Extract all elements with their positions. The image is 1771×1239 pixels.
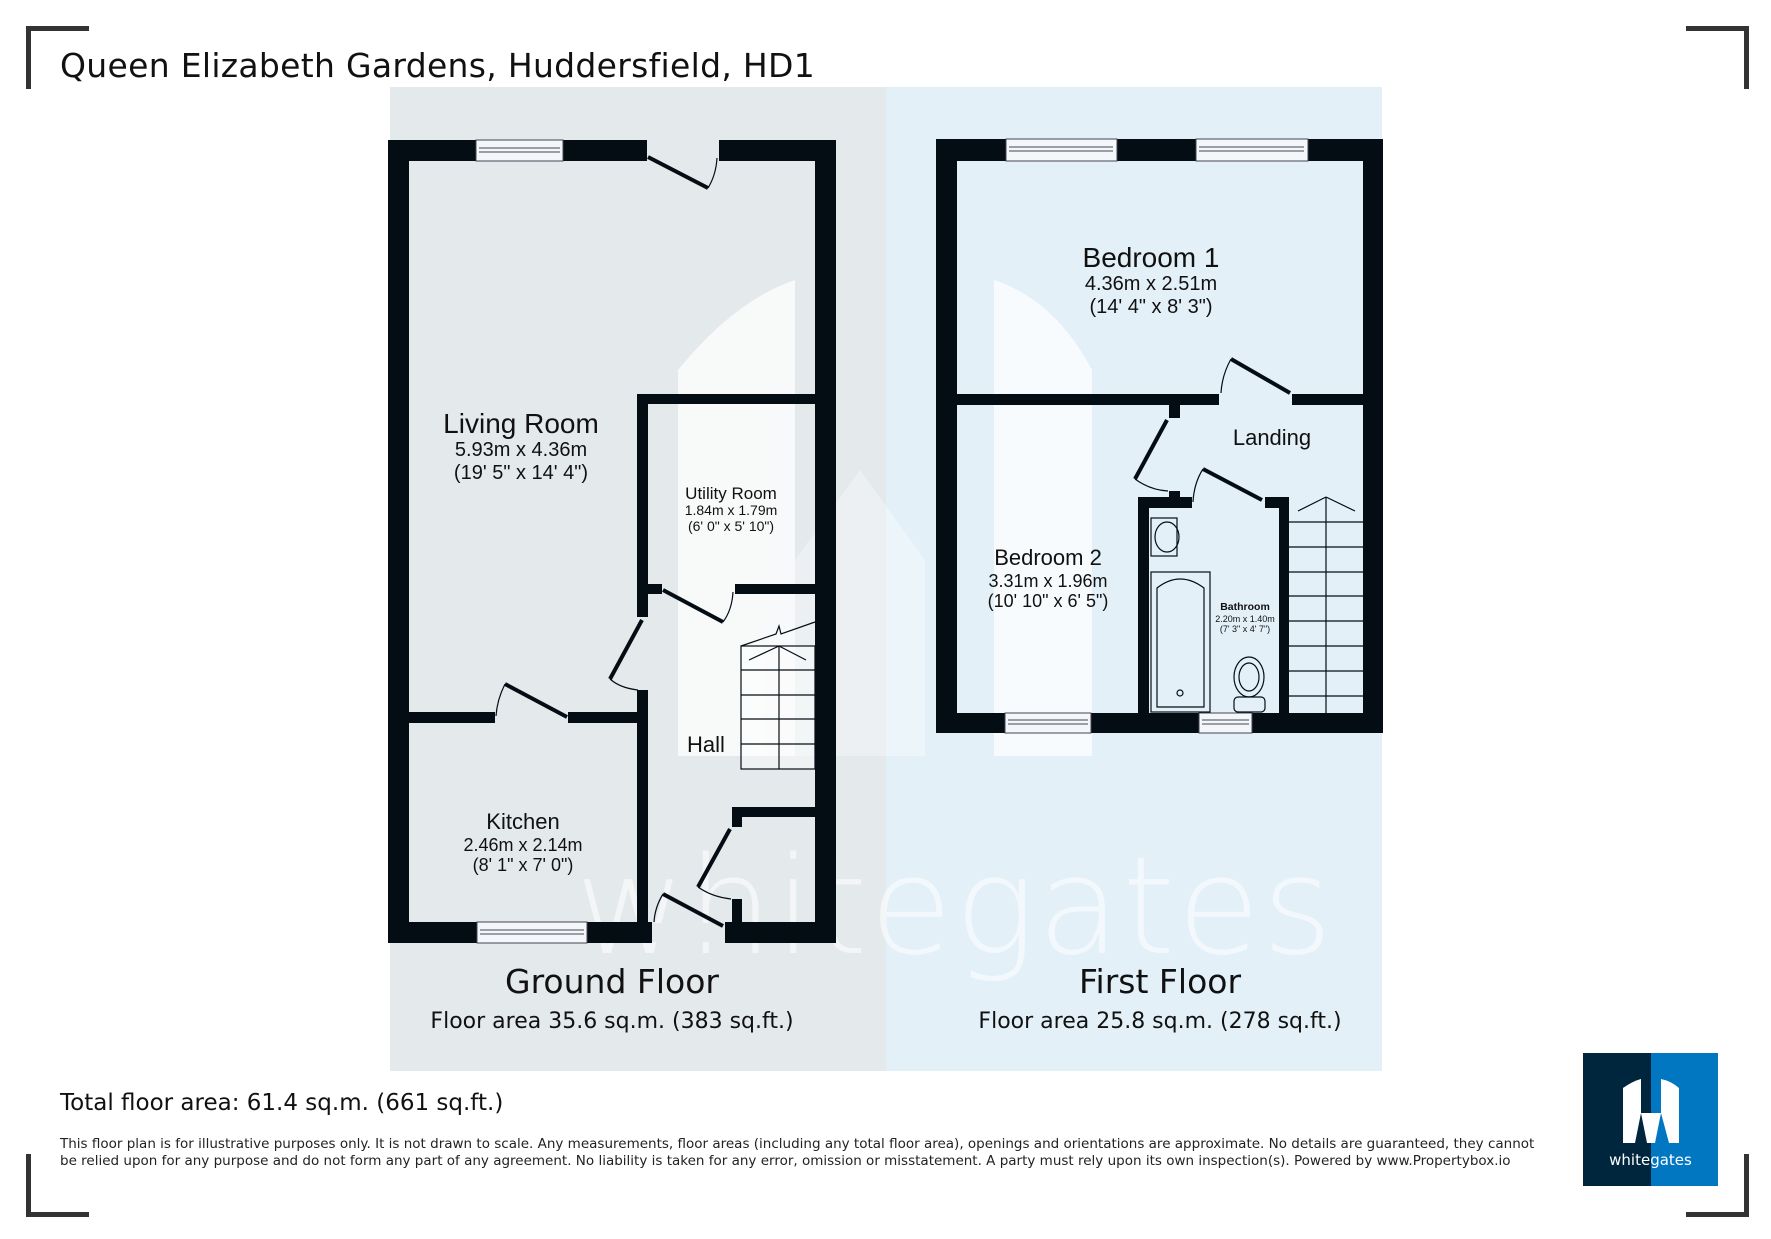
first-floor-walls [936, 139, 1383, 733]
room-utility-room: Utility Room 1.84m x 1.79m (6' 0" x 5' 1… [685, 484, 778, 534]
room-name: Utility Room [685, 484, 777, 503]
room-name: Landing [1232, 425, 1312, 450]
room-metric: 2.46m x 2.14m [463, 834, 583, 855]
room-metric: 1.84m x 1.79m [684, 502, 778, 519]
room-metric: 4.36m x 2.51m [1084, 273, 1218, 296]
logo-text: whitegates [1609, 1151, 1692, 1169]
first-floor-stairs [1289, 496, 1363, 713]
disclaimer-text: This floor plan is for illustrative purp… [60, 1136, 1535, 1169]
corner-mark-bottom-left [26, 1154, 89, 1217]
room-name: Bedroom 2 [994, 545, 1102, 570]
corner-mark-top-left [26, 26, 89, 89]
floor-area: Floor area 25.8 sq.m. (278 sq.ft.) [978, 1009, 1342, 1034]
room-bedroom-1: Bedroom 1 4.36m x 2.51m (14' 4" x 8' 3") [1083, 242, 1220, 318]
gate-icon [1623, 1079, 1679, 1143]
ground-floor-door-openings [647, 141, 725, 942]
whitegates-logo: whitegates [1583, 1053, 1718, 1186]
room-bedroom-2: Bedroom 2 3.31m x 1.96m (10' 10" x 6' 5"… [987, 545, 1109, 611]
logo-light-half [1650, 1053, 1718, 1186]
room-metric: 5.93m x 4.36m [454, 439, 588, 462]
first-floor-caption: First Floor Floor area 25.8 sq.m. (278 s… [978, 962, 1341, 1034]
room-name: Kitchen [486, 809, 560, 834]
property-address-title: Queen Elizabeth Gardens, Huddersfield, H… [60, 46, 816, 85]
ground-floor-windows [475, 139, 588, 944]
floor-name: First Floor [1078, 962, 1242, 1001]
watermark-text: whitegates [575, 828, 1335, 985]
room-kitchen: Kitchen 2.46m x 2.14m (8' 1" x 7' 0") [463, 809, 583, 875]
room-name: Living Room [443, 408, 599, 439]
corner-mark-top-right [1686, 26, 1749, 89]
room-name: Bathroom [1220, 601, 1270, 613]
room-imperial: (6' 0" x 5' 10") [687, 517, 775, 534]
room-metric: 2.20m x 1.40m [1215, 613, 1275, 624]
floor-area: Floor area 35.6 sq.m. (383 sq.ft.) [430, 1009, 794, 1034]
room-bathroom: Bathroom 2.20m x 1.40m (7' 3" x 4' 7") [1215, 601, 1275, 634]
total-floor-area: Total floor area: 61.4 sq.m. (661 sq.ft.… [60, 1090, 504, 1116]
ground-floor-stairs [740, 621, 816, 770]
room-imperial: (7' 3" x 4' 7") [1219, 623, 1271, 634]
room-imperial: (8' 1" x 7' 0") [472, 854, 574, 875]
room-imperial: (19' 5" x 14' 4") [453, 461, 589, 484]
ground-floor-caption: Ground Floor Floor area 35.6 sq.m. (383 … [430, 962, 793, 1034]
room-imperial: (14' 4" x 8' 3") [1089, 295, 1213, 318]
room-name: Hall [687, 732, 725, 757]
floor-name: Ground Floor [505, 962, 719, 1001]
first-floor-doors [1133, 357, 1291, 503]
room-metric: 3.31m x 1.96m [988, 570, 1108, 591]
room-living-room: Living Room 5.93m x 4.36m (19' 5" x 14' … [443, 408, 599, 484]
corner-mark-bottom-right [1686, 1154, 1749, 1217]
room-landing: Landing [1232, 425, 1312, 451]
first-floor-panel [886, 87, 1382, 1071]
room-name: Bedroom 1 [1082, 242, 1220, 273]
first-floor-windows [1004, 138, 1309, 734]
ground-floor-doors [495, 155, 734, 928]
bathroom-fixtures [1150, 517, 1266, 713]
room-hall: Hall [687, 732, 725, 758]
room-imperial: (10' 10" x 6' 5") [987, 590, 1109, 611]
ground-floor-walls [388, 140, 836, 943]
